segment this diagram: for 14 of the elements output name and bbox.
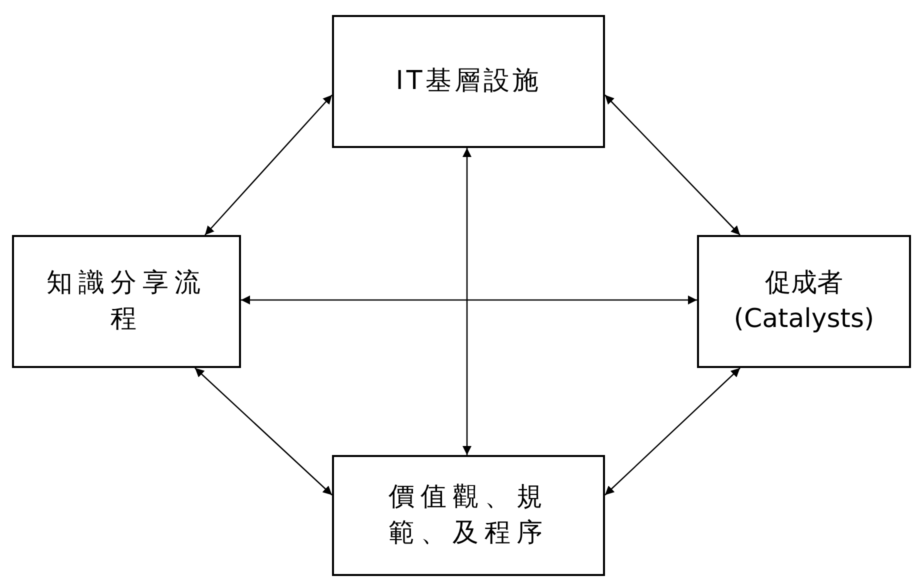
double-arrow [204, 94, 332, 236]
process-box [332, 455, 605, 576]
double-arrow [241, 296, 697, 304]
box-label: 知識分享流程 [46, 267, 208, 336]
double-arrow [604, 368, 740, 496]
box-label: IT基層設施 [396, 64, 542, 98]
process-box [332, 15, 605, 148]
box-label: 促成者 (Catalysts) [732, 267, 876, 336]
box-label: 價值觀、規範、及程序 [388, 481, 550, 550]
double-arrow [462, 148, 472, 455]
double-arrow [194, 368, 332, 496]
process-box [697, 235, 911, 368]
double-arrow [604, 94, 740, 236]
process-box [12, 235, 241, 368]
